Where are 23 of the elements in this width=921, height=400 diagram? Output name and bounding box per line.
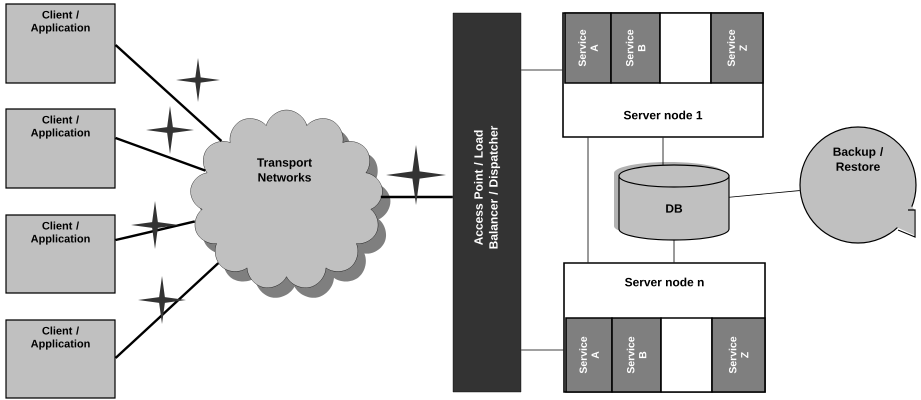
empty-slot xyxy=(660,317,713,393)
connector-line xyxy=(662,137,664,166)
link-with-star xyxy=(380,145,453,205)
client-box: Client / Application xyxy=(5,3,116,84)
link-with-star xyxy=(114,44,222,142)
service-box: Service A xyxy=(565,317,613,393)
link-with-star xyxy=(115,201,196,249)
connector-line xyxy=(728,190,800,198)
speech-bubble: Backup / Restore xyxy=(799,126,917,244)
service-box: Service B xyxy=(611,317,662,393)
client-box: Client / Application xyxy=(5,319,116,399)
service-box: Service Z xyxy=(711,317,766,393)
service-box: Service Z xyxy=(710,12,764,84)
client-box: Client / Application xyxy=(5,108,116,189)
cloud: Transport Networks xyxy=(190,110,390,298)
dispatcher-bar: Access Point / Load Balancer / Dispatcher xyxy=(452,12,522,392)
link-with-star xyxy=(114,262,220,359)
service-box: Service B xyxy=(610,12,661,84)
empty-slot xyxy=(659,12,712,84)
service-box: Service A xyxy=(564,12,612,84)
database-cylinder: DB xyxy=(614,162,730,241)
client-box: Client / Application xyxy=(5,214,116,294)
link-with-star xyxy=(115,106,206,172)
